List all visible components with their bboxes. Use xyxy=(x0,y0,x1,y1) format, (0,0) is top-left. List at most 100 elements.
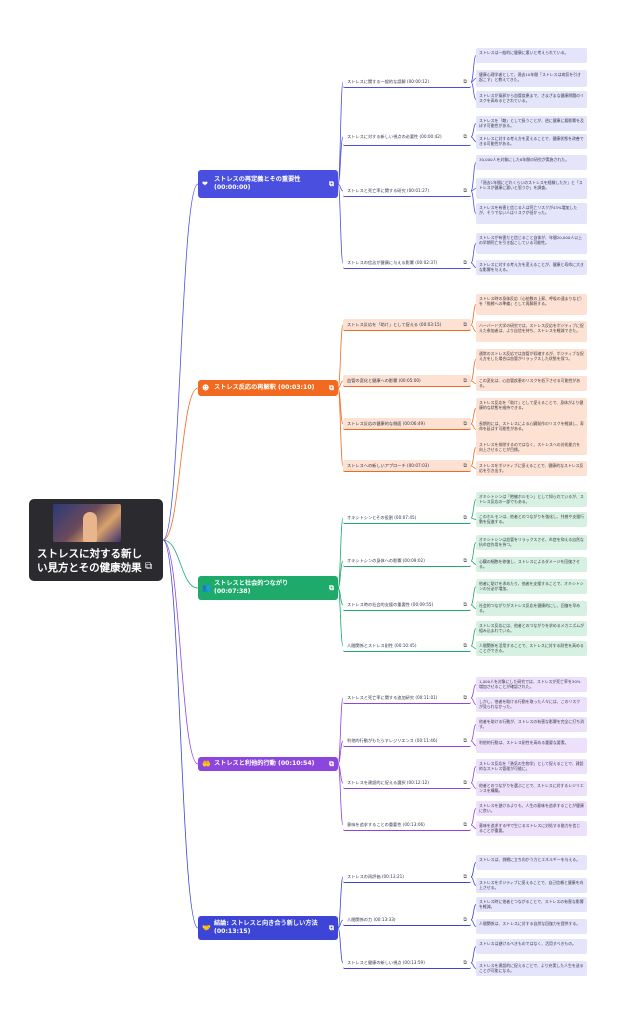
external-link-icon[interactable]: ⧉ xyxy=(329,584,334,592)
connector-line xyxy=(470,604,477,609)
subtopic-node[interactable]: 利他的行動がもたらすレジリエンス (00:11:46) ⧉ xyxy=(343,735,471,747)
subtopic-label: ストレスを建設的に捉える選択 (00:12:12) xyxy=(347,779,429,785)
external-link-icon[interactable]: ⧉ xyxy=(463,462,467,469)
connector-line xyxy=(470,243,477,264)
external-link-icon[interactable]: ⧉ xyxy=(145,561,153,572)
leaf-note: ストレスは、挑戦に立ち向かう力とエネルギーを与える。 xyxy=(476,855,587,870)
subtopic-node[interactable]: ストレス反応の健康的な側面 (00:06:49)⧉ xyxy=(343,418,471,430)
root-node[interactable]: ストレスに対する新しい見方とその健康効果⧉ xyxy=(29,499,163,581)
leaf-note: 他者とのつながりを選ぶことで、ストレスに対するレジリエンスを構築。 xyxy=(476,781,587,796)
subtopic-label: 人間関係の力 (00:13:33) xyxy=(347,916,396,922)
connector-line xyxy=(470,123,477,138)
external-link-icon[interactable]: ⧉ xyxy=(329,760,334,768)
external-link-icon[interactable]: ⧉ xyxy=(463,601,467,608)
connector-line xyxy=(470,447,477,467)
subtopic-node[interactable]: ストレスに対する新しい視点の必要性 (00:00:42) ⧉ xyxy=(343,128,471,146)
subtopic-label: 意味を追求することの重要性 (00:13:06) xyxy=(347,821,425,827)
subtopic-node[interactable]: ストレス反応を「助け」として捉える (00:03:15)⧉ xyxy=(343,319,471,331)
external-link-icon[interactable]: ⧉ xyxy=(463,779,467,786)
section-node[interactable]: 🤲ストレスと利他的行動 (00:10:54)⧉ xyxy=(198,757,338,771)
section-node[interactable]: 👥ストレスと社会的つながり (00:07:38)⧉ xyxy=(198,576,338,600)
external-link-icon[interactable]: ⧉ xyxy=(329,384,334,392)
connector-line xyxy=(337,560,344,589)
external-link-icon[interactable]: ⧉ xyxy=(463,737,467,744)
leaf-note: ストレスに対する考え方を変えることが、健康と寿命に大きな影響を与える。 xyxy=(476,260,587,275)
heart-icon: ❤ xyxy=(202,180,208,188)
connector-line xyxy=(470,190,477,214)
external-link-icon[interactable]: ⧉ xyxy=(463,514,467,521)
subtopic-node[interactable]: ストレスと死亡率に関する研究 (00:01:27) ⧉ xyxy=(343,185,471,197)
leaf-note: ストレス時の身体反応（心拍数の上昇、呼吸の速まりなど）を「挑戦への準備」として再… xyxy=(476,294,587,315)
leaf-note: このホルモンは、他者とのつながりを強化し、共感や支援行動を促進する。 xyxy=(476,512,587,527)
subtopic-node[interactable]: ストレスの再評価 (00:13:21)⧉ xyxy=(343,871,471,883)
connector-line xyxy=(470,423,477,430)
section-title: 結論: ストレスと向き合う新しい方法 (00:13:15) xyxy=(214,920,318,935)
external-link-icon[interactable]: ⧉ xyxy=(463,321,467,328)
external-link-icon[interactable]: ⧉ xyxy=(463,377,467,384)
leaf-note: ストレスに対する考え方を変えることで、健康状態を改善できる可能性がある。 xyxy=(476,134,587,149)
subtopic-label: ストレスへの新しいアプローチ (00:07:03) xyxy=(347,462,430,468)
connector-line xyxy=(337,763,344,826)
external-link-icon[interactable]: ⧉ xyxy=(463,557,467,564)
connector-line xyxy=(337,183,344,192)
subtopic-node[interactable]: オキシトシンの身体への影響 (00:09:02)⧉ xyxy=(343,555,471,567)
leaf-note: しかし、他者を助ける行動を取った人々には、このリスクが見られなかった。 xyxy=(476,697,587,712)
leaf-note: ストレスをポジティブに捉えることで、自己信頼と健康を向上させる。 xyxy=(476,878,587,893)
leaf-note: 30,000人を対象にした8年間の研究が実施された。 xyxy=(476,155,587,170)
connector-line xyxy=(470,517,477,520)
subtopic-node[interactable]: オキシトシンとその役割 (00:07:45) ⧉ xyxy=(343,512,471,524)
leaf-note: 健康心理学者として、過去10年間「ストレスは病気を引き起こす」と教えてきた。 xyxy=(476,70,587,87)
subtopic-node[interactable]: 意味を追求することの重要性 (00:13:06) ⧉ xyxy=(343,819,471,831)
subtopic-node[interactable]: 人間関係とストレス耐性 (00:10:45)⧉ xyxy=(343,640,471,652)
connector-line xyxy=(470,262,477,268)
connector-line xyxy=(337,587,344,647)
subtopic-node[interactable]: ストレスの信念が健康に与える影響 (00:02:37)⧉ xyxy=(343,257,471,269)
subtopic-label: オキシトシンとその役割 (00:07:45) xyxy=(347,514,417,520)
external-link-icon[interactable]: ⧉ xyxy=(463,821,467,828)
connector-line xyxy=(162,539,199,765)
external-link-icon[interactable]: ⧉ xyxy=(463,259,467,266)
external-link-icon[interactable]: ⧉ xyxy=(463,694,467,701)
subtopic-node[interactable]: 血管の変化と健康への影響 (00:05:00)⧉ xyxy=(343,375,471,387)
connector-line xyxy=(337,919,344,929)
leaf-note: オキシトシンは「抱擁ホルモン」として知られているが、ストレス反応の一部でもある。 xyxy=(476,492,587,507)
external-link-icon[interactable]: ⧉ xyxy=(463,187,467,194)
external-link-icon[interactable]: ⧉ xyxy=(463,873,467,880)
connector-line xyxy=(337,380,344,389)
subtopic-node[interactable]: ストレスと健康の新しい視点 (00:13:59)⧉ xyxy=(343,957,471,969)
subtopic-label: ストレスに対する新しい視点の必要性 (00:00:42) xyxy=(347,133,442,139)
section-node[interactable]: ☻ストレス反応の再解釈 (00:03:10)⧉ xyxy=(198,380,338,396)
connector-line xyxy=(470,542,477,562)
subtopic-node[interactable]: ストレス時の社会的支援の重要性 (00:09:55)⧉ xyxy=(343,599,471,611)
subtopic-node[interactable]: ストレスへの新しいアプローチ (00:07:03) ⧉ xyxy=(343,460,471,472)
section-node[interactable]: ❤ストレスの再定義とその重要性 (00:00:00)⧉ xyxy=(198,170,338,198)
connector-line xyxy=(337,740,344,765)
leaf-note: ストレスが風邪から血管疾患まで、さまざまな健康問題のリスクを高めるとされている。 xyxy=(476,91,587,108)
external-link-icon[interactable]: ⧉ xyxy=(463,642,467,649)
subtopic-node[interactable]: 人間関係の力 (00:13:33) ⧉ xyxy=(343,914,471,926)
section-node[interactable]: 🤝結論: ストレスと向き合う新しい方法 (00:13:15)⧉ xyxy=(198,916,338,940)
subtopic-label: 利他的行動がもたらすレジリエンス (00:11:46) xyxy=(347,737,438,743)
external-link-icon[interactable]: ⧉ xyxy=(463,133,467,140)
external-link-icon[interactable]: ⧉ xyxy=(463,916,467,923)
leaf-note: ストレスは一般的に健康に悪いと考えられている。 xyxy=(476,48,587,63)
external-link-icon[interactable]: ⧉ xyxy=(463,78,467,85)
subtopic-node[interactable]: ストレスと死亡率に関する追加研究 (00:11:01)⧉ xyxy=(343,692,471,704)
leaf-note: 社会的つながりがストレス反応を健康的にし、回復を早める。 xyxy=(476,601,587,616)
external-link-icon[interactable]: ⧉ xyxy=(329,180,334,188)
subtopic-label: ストレスと死亡率に関する研究 (00:01:27) xyxy=(347,187,430,193)
external-link-icon[interactable]: ⧉ xyxy=(463,959,467,966)
connector-line xyxy=(337,517,344,589)
external-link-icon[interactable]: ⧉ xyxy=(329,924,334,932)
leaf-note: 人間関係は、ストレスに対する自然な回復力を提供する。 xyxy=(476,919,587,934)
subtopic-node[interactable]: ストレスに関する一般的な誤解 (00:00:12) ⧉ xyxy=(343,76,471,88)
subtopic-node[interactable]: ストレスを建設的に捉える選択 (00:12:12) ⧉ xyxy=(343,777,471,789)
connector-line xyxy=(470,740,477,746)
connector-line xyxy=(470,684,477,699)
leaf-note: 通常のストレス反応では血管が収縮するが、ポジティブな捉え方をした場合は血管がリラ… xyxy=(476,349,587,370)
external-link-icon[interactable]: ⧉ xyxy=(463,420,467,427)
connector-line xyxy=(470,766,477,784)
subtopic-label: ストレスに関する一般的な誤解 (00:00:12) xyxy=(347,78,430,84)
leaf-note: ストレスをポジティブに捉えることで、健康的なストレス反応を引き出す。 xyxy=(476,461,587,476)
connector-line xyxy=(470,136,477,142)
